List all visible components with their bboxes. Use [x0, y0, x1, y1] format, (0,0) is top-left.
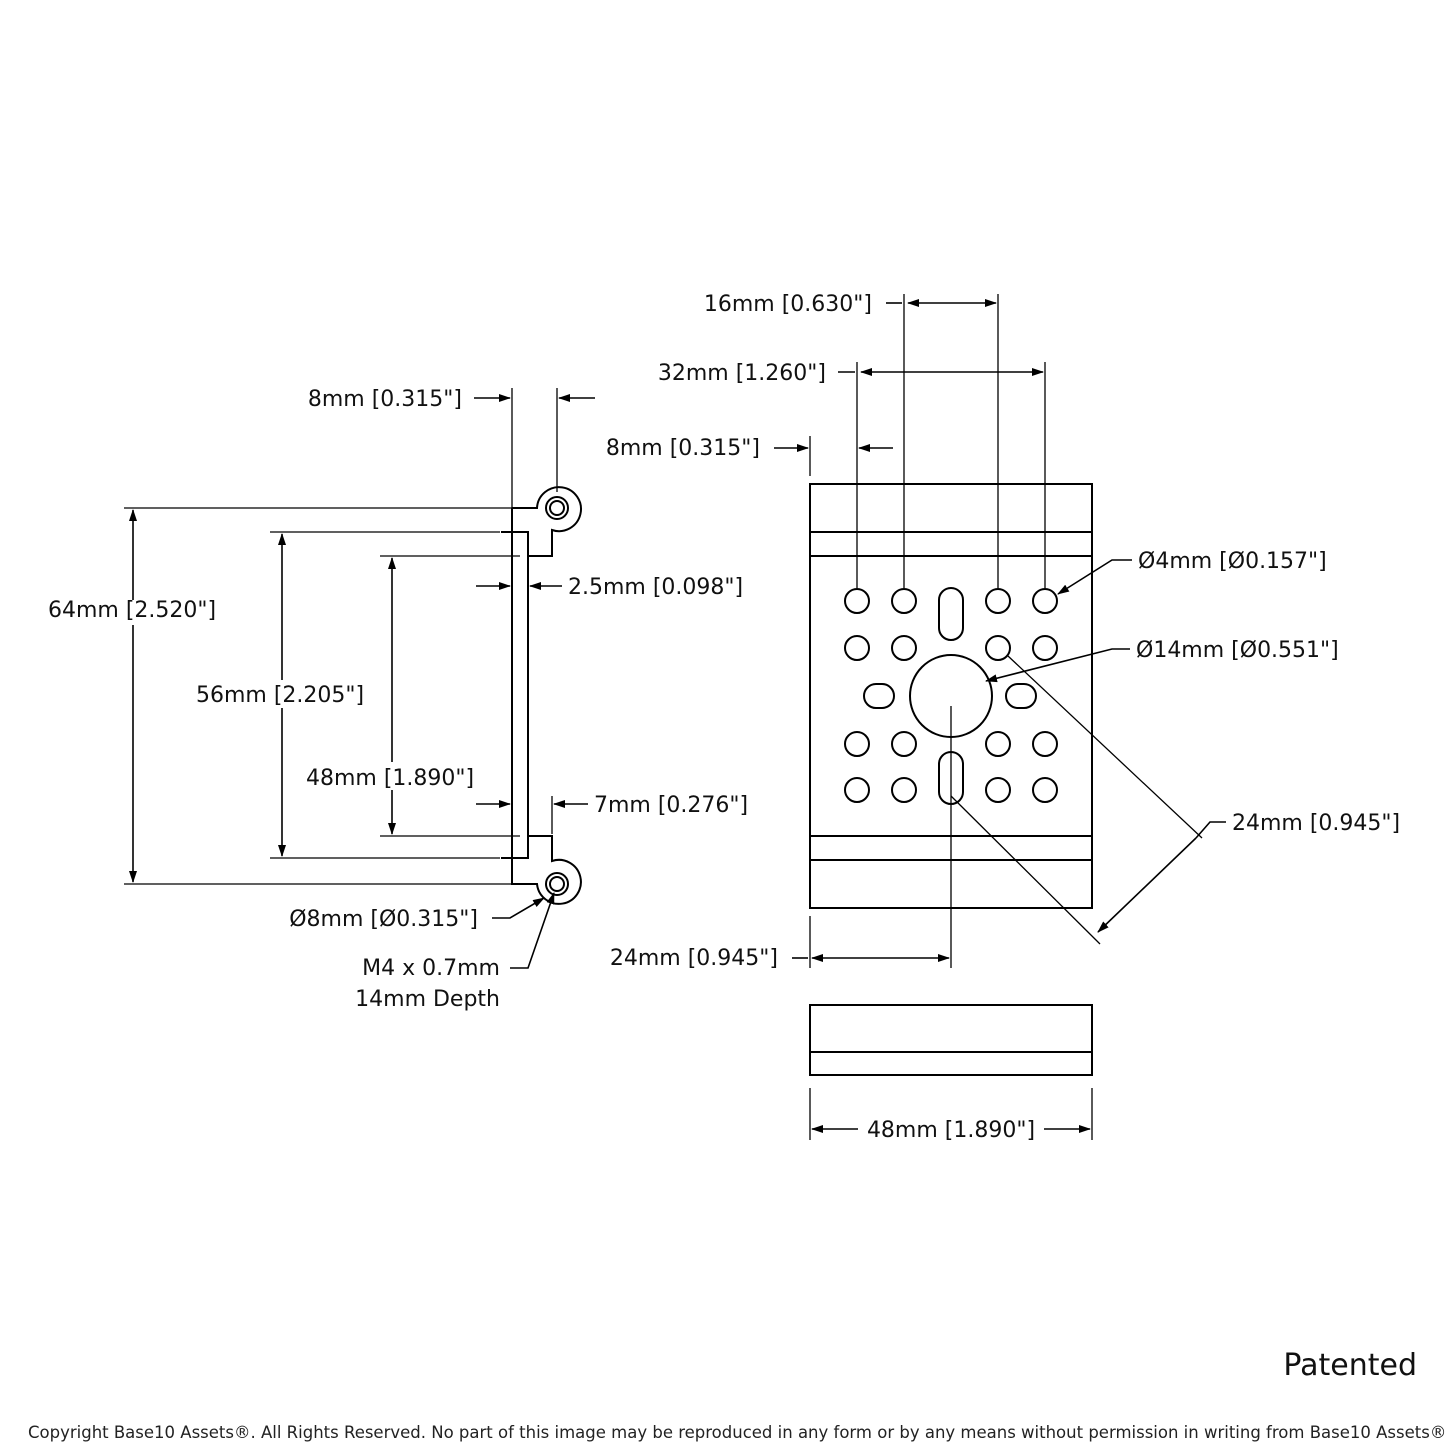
dim-inner-height-48: 48mm [1.890"] — [306, 766, 474, 791]
thread-depth: 14mm Depth — [355, 987, 500, 1012]
slots — [863, 587, 1037, 805]
dim-bottom-width-48: 48mm [1.890"] — [867, 1118, 1035, 1143]
bottom-profile-outline — [809, 1004, 1093, 1076]
dim-diagonal-24: 24mm [0.945"] — [1232, 811, 1400, 836]
side-view: 8mm [0.315"] 64mm [2.520"] 56mm [2.205"]… — [48, 387, 748, 1012]
top-tapped-hole — [545, 496, 569, 520]
dim-center-offset-24: 24mm [0.945"] — [610, 946, 778, 971]
dim-inner-height-56: 56mm [2.205"] — [196, 683, 364, 708]
side-profile-outline — [501, 486, 582, 905]
hole-pattern-4mm — [844, 588, 1058, 803]
dim-step-width: 7mm [0.276"] — [594, 793, 748, 818]
dim-hole-diameter-4: Ø4mm [Ø0.157"] — [1138, 549, 1327, 574]
dim-wall-thickness: 2.5mm [0.098"] — [568, 575, 743, 600]
thread-spec: M4 x 0.7mm — [362, 956, 500, 981]
dim-hole-diameter-14: Ø14mm [Ø0.551"] — [1136, 638, 1339, 663]
dim-hole-diameter-8: Ø8mm [Ø0.315"] — [289, 907, 478, 932]
dim-side-top-width: 8mm [0.315"] — [308, 387, 462, 412]
bottom-view: 48mm [1.890"] — [809, 1004, 1093, 1143]
dim-pitch-16: 16mm [0.630"] — [704, 292, 872, 317]
dim-pitch-32: 32mm [1.260"] — [658, 361, 826, 386]
front-view: 16mm [0.630"] 32mm [1.260"] 8mm [0.315"]… — [606, 292, 1400, 971]
dim-overall-height: 64mm [2.520"] — [48, 598, 216, 623]
dim-edge-offset-8: 8mm [0.315"] — [606, 436, 760, 461]
copyright-notice: Copyright Base10 Assets®. All Rights Res… — [28, 1423, 1445, 1442]
patented-label: Patented — [1283, 1348, 1417, 1383]
bottom-tapped-hole — [545, 872, 569, 896]
